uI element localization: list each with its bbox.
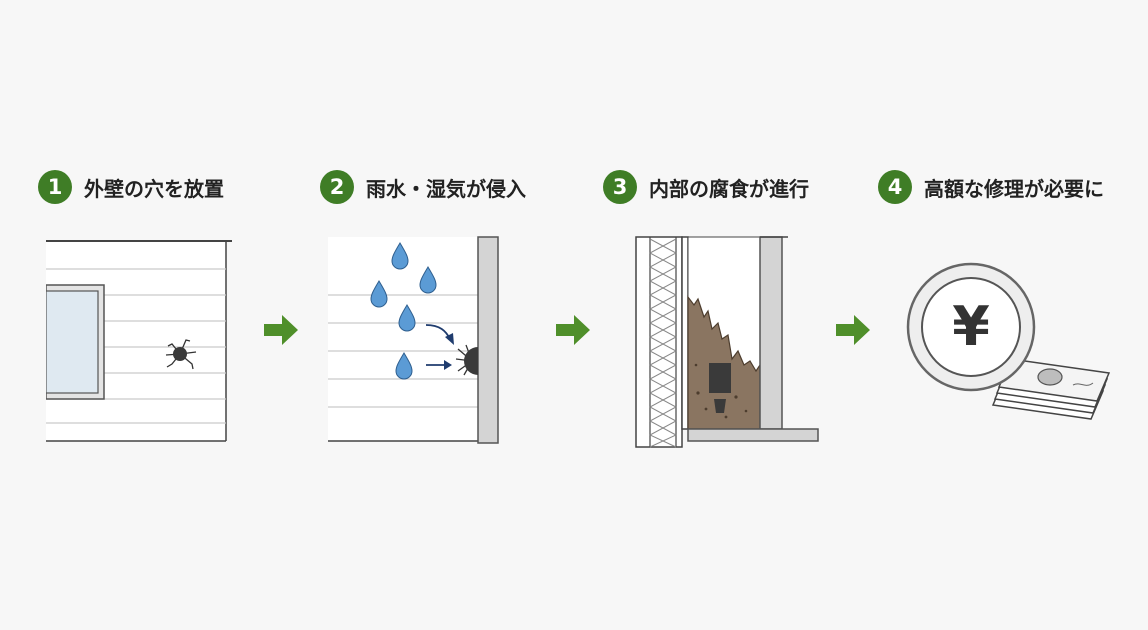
step-1-number-badge: 1: [38, 170, 72, 204]
arrow-right-icon-1: [264, 315, 298, 345]
banknote-stack-icon: [991, 358, 1111, 420]
step-3-number-badge: 3: [603, 170, 637, 204]
step-1-label: 外壁の穴を放置: [84, 176, 224, 201]
step-2-header: 2 雨水・湿気が侵入: [320, 170, 526, 204]
yen-money-icon: ¥: [906, 262, 1111, 420]
step-3-label: 内部の腐食が進行: [649, 176, 809, 201]
rot-icon: [635, 236, 819, 448]
arrow-right-icon-3: [836, 315, 870, 345]
arrow-right-icon-2: [556, 315, 590, 345]
step-4-header: 4 高額な修理が必要に: [878, 170, 1104, 204]
wall-hole-icon: [46, 240, 232, 442]
step-2-number-badge: 2: [320, 170, 354, 204]
step-2-label: 雨水・湿気が侵入: [366, 176, 526, 201]
rain-intrusion-icon: [328, 236, 499, 444]
step-4-label: 高額な修理が必要に: [924, 176, 1104, 201]
step-3-header: 3 内部の腐食が進行: [603, 170, 809, 204]
yen-symbol: ¥: [952, 295, 990, 358]
step-1-header: 1 外壁の穴を放置: [38, 170, 224, 204]
step-4-number-badge: 4: [878, 170, 912, 204]
